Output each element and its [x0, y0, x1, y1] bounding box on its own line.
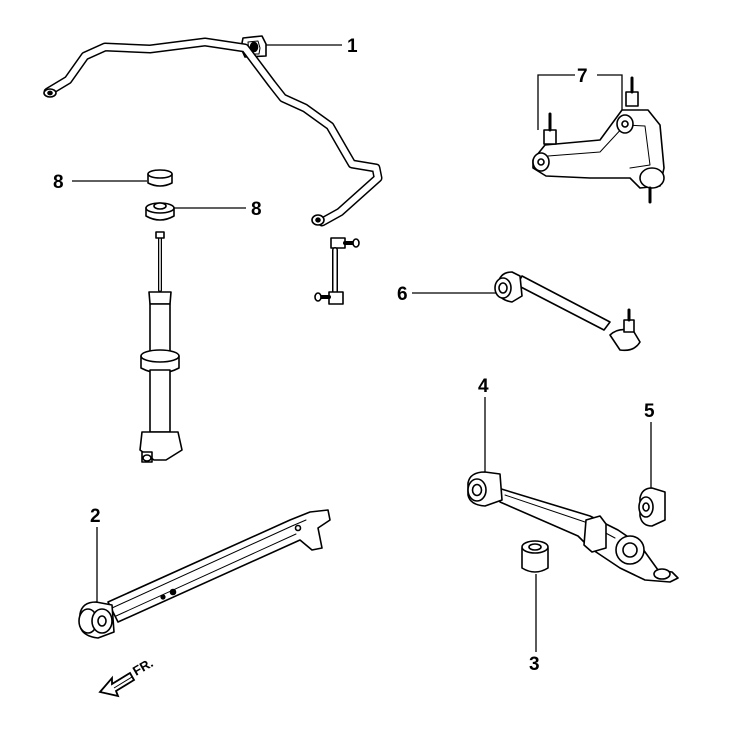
callout-7: 7 — [577, 66, 588, 87]
front-arrow-icon — [98, 671, 136, 698]
callout-3: 3 — [529, 654, 540, 675]
callout-8b: 8 — [251, 199, 262, 220]
upper-control-arm-part — [532, 76, 665, 204]
front-direction-label: FR. — [130, 655, 156, 678]
bushing-5-part — [638, 487, 666, 527]
stabilizer-bar-part — [43, 37, 383, 227]
bushing-3-part — [521, 540, 549, 573]
callout-6: 6 — [397, 284, 408, 305]
callout-2: 2 — [90, 506, 101, 527]
spring-seat-lower-part — [145, 202, 175, 221]
leader-line-7 — [537, 74, 575, 130]
callout-5: 5 — [644, 401, 655, 422]
upper-link-part — [494, 271, 641, 352]
leader-line-7b — [597, 74, 623, 110]
lower-control-arm-part — [467, 471, 679, 583]
spring-seat-upper-part — [147, 169, 173, 187]
callout-1: 1 — [347, 36, 358, 57]
callout-4: 4 — [478, 376, 489, 397]
callout-8a: 8 — [53, 172, 64, 193]
shock-absorber-part — [139, 231, 183, 463]
stabilizer-link-part — [314, 237, 360, 305]
radius-rod-part — [78, 509, 331, 639]
